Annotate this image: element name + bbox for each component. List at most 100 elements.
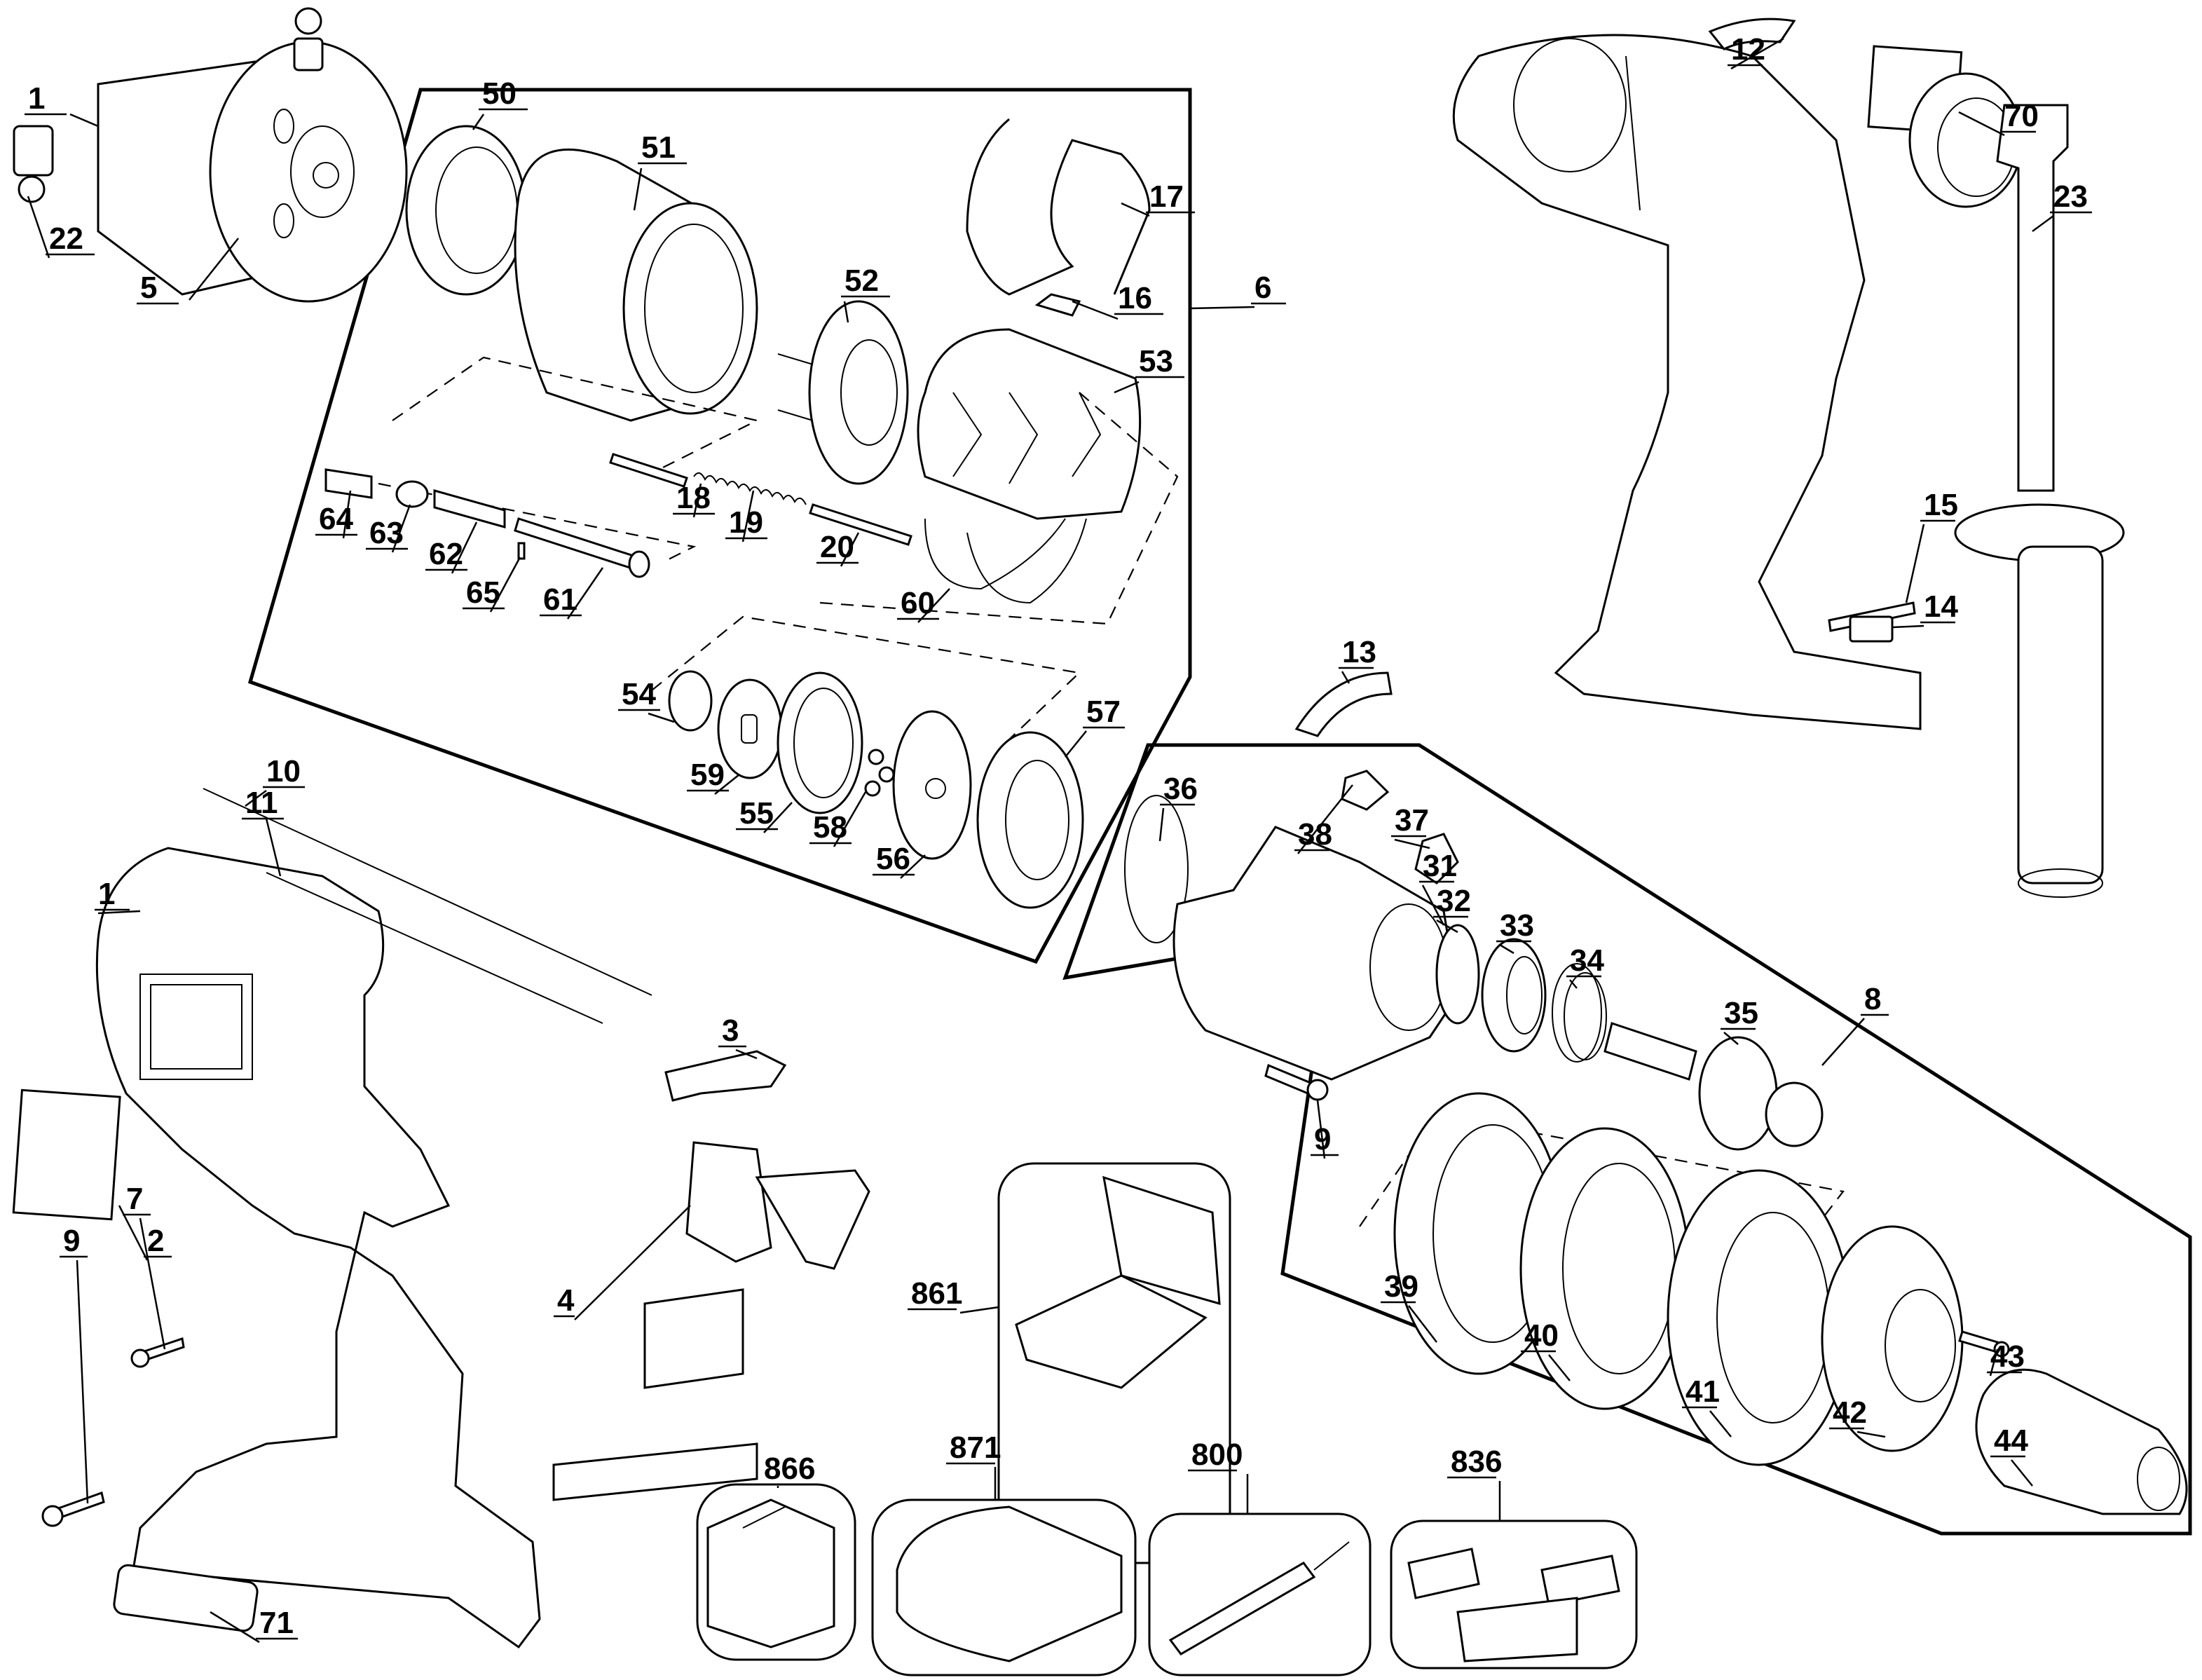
spring-wire-60-part [924,518,1087,604]
part-label-70: 70 [2004,99,2039,133]
screw-7-part [130,1337,185,1368]
part-label-12: 12 [1731,32,1765,67]
part-label-36: 36 [1163,772,1198,806]
leader-line-19 [741,490,755,542]
wire-lead-11-part [266,872,603,1024]
leader-line-42 [1856,1430,1886,1438]
spring-34-part [1552,963,1607,1063]
part-label-2: 2 [147,1224,164,1258]
assembly-dash-51 [392,356,760,470]
gear-housing-31-part [1172,826,1459,1081]
pins-58-part [864,749,895,797]
leader-line-12 [1730,37,1784,70]
part-label-37: 37 [1395,803,1429,838]
leader-line-13 [1341,671,1350,684]
side-handle-23-part [1908,72,2125,898]
pin-18-part [609,453,688,488]
leader-line-61 [566,567,604,620]
part-label-10: 10 [266,754,301,788]
part-label-58: 58 [813,810,847,845]
part-label-13: 13 [1342,635,1376,669]
part-label-40: 40 [1524,1318,1559,1353]
planet-carrier-52-part [777,300,909,485]
plunger-64-part [324,468,373,499]
leader-line-54 [648,712,675,723]
screw-9-left-part [41,1491,105,1527]
part-label-56: 56 [876,842,910,876]
part-label-5: 5 [140,271,157,305]
clutch-ring-33-part [1481,938,1547,1053]
part-label-861: 861 [911,1276,962,1311]
label-71-shape [113,1564,259,1632]
tool-800-part [1168,1541,1350,1655]
leader-line-23 [2032,214,2054,233]
part-label-33: 33 [1500,908,1534,943]
leader-line-31 [1421,885,1445,926]
assembly-dash-54 [651,615,1081,740]
spring-clip-37-part [1414,833,1459,885]
battery-pack-866-part [706,1498,835,1648]
part-label-17: 17 [1149,179,1184,214]
leader-line-22 [27,196,50,259]
switch-4-part [552,1141,870,1501]
leader-line-35 [1723,1032,1739,1045]
part-label-19: 19 [729,505,763,540]
plate-57-part [976,731,1084,909]
kit-box-861-part [1015,1175,1221,1389]
part-label-59: 59 [690,758,725,792]
charger-871-part [896,1505,1123,1662]
leader-line-9b [1316,1100,1326,1159]
wire-lead-10-part [203,788,652,996]
part-label-7: 7 [126,1182,143,1216]
spring-clip-38-part [1341,770,1390,811]
pin-65-part [517,542,526,560]
leader-line-16 [1072,300,1119,320]
part-label-43: 43 [1990,1339,2025,1374]
leader-line-14 [1892,624,1924,629]
screw-9-front-part [1264,1063,1329,1101]
leader-line-71 [210,1611,260,1644]
part-label-64: 64 [319,502,353,536]
leader-line-11 [265,818,282,877]
part-label-60: 60 [901,586,935,620]
part-label-41: 41 [1685,1374,1720,1409]
part-label-871: 871 [950,1430,1001,1465]
collar-41-part [1667,1169,1852,1466]
part-label-53: 53 [1139,344,1173,378]
leader-line-5 [189,238,239,301]
tool-box-836-part [1407,1548,1620,1662]
part-label-39: 39 [1384,1269,1418,1304]
ring-gear-housing-51-part [514,148,758,422]
chuck-44-part [1975,1368,2188,1515]
leader-line-44 [2011,1459,2033,1487]
brush-holder-top-part [293,7,324,71]
leader-line-55 [763,802,793,833]
part-label-23: 23 [2053,179,2088,214]
part-label-50: 50 [482,76,517,111]
part-label-20: 20 [820,530,854,564]
leader-line-70 [1958,111,2005,137]
leader-line-38 [1297,784,1353,854]
disk-56-part [892,710,972,860]
part-label-57: 57 [1086,695,1121,729]
part-label-9b: 9 [1314,1122,1331,1156]
leader-line-52 [843,301,849,323]
leader-line-33 [1499,943,1514,955]
brush-holder-part [13,125,54,203]
part-label-15: 15 [1924,488,1958,522]
leader-line-4 [574,1205,691,1320]
spring-clip-16-part [1034,293,1081,317]
leader-line-50 [472,114,485,130]
leader-line-861 [959,1306,999,1314]
part-label-1a: 1 [28,81,45,116]
clutch-collar-40-part [1519,1127,1690,1410]
leader-line-43 [1989,1348,1999,1377]
part-label-52: 52 [844,264,879,298]
ring-50-part [405,125,527,296]
leader-line-9a [76,1259,89,1504]
leader-line-17 [1121,202,1150,217]
label-2-shape [12,1088,121,1221]
spindle-35-part [1603,1022,1824,1151]
